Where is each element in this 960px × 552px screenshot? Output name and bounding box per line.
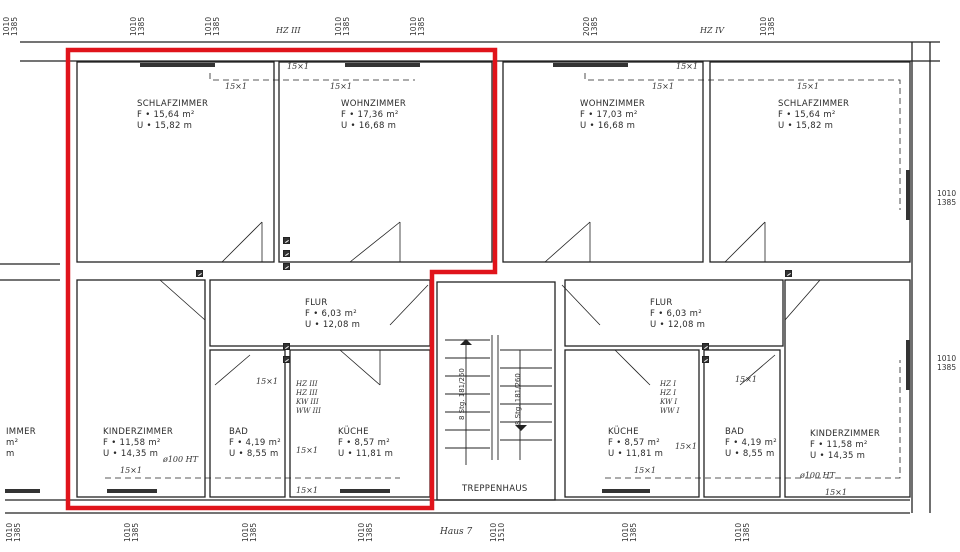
vent-icon	[283, 263, 290, 270]
label-schlafzimmer-left: SCHLAFZIMMER F • 15,64 m² U • 15,82 m	[137, 99, 209, 131]
radiator-note: 15×1	[676, 62, 698, 71]
room-schlafzimmer-right	[709, 61, 911, 263]
room-kueche-right	[564, 349, 700, 498]
apartment-highlight	[65, 47, 498, 511]
radiator-note: 15×1	[330, 82, 352, 91]
stair-label-left: 8 Stg. 181/260	[458, 368, 466, 420]
window-marker	[602, 489, 650, 493]
pipe-note-right: ø100 HT	[800, 471, 835, 480]
radiator-note: 15×1	[120, 466, 142, 475]
radiator-note: 15×1	[287, 62, 309, 71]
vent-icon	[283, 343, 290, 350]
window-marker	[107, 489, 157, 493]
label-flur-left: FLUR F • 6,03 m² U • 12,08 m	[305, 298, 361, 330]
label-bad-right: BAD F • 4,19 m² U • 8,55 m	[725, 427, 777, 459]
outer-wall-right	[911, 42, 931, 513]
label-flur-right: FLUR F • 6,03 m² U • 12,08 m	[650, 298, 706, 330]
room-flur-right	[564, 279, 784, 347]
room-bad-left	[209, 349, 286, 498]
radiator-note: 15×1	[735, 375, 757, 384]
window-marker	[140, 63, 215, 67]
pipe-note-left: ø100 HT	[163, 455, 198, 464]
vent-icon	[785, 270, 792, 277]
window-marker	[906, 170, 910, 220]
label-kueche-right: KÜCHE F • 8,57 m² U • 11,81 m	[608, 427, 664, 459]
window-marker	[553, 63, 628, 67]
label-kinderzimmer-left: KINDERZIMMER F • 11,58 m² U • 14,35 m	[103, 427, 174, 459]
label-kinderzimmer-right: KINDERZIMMER F • 11,58 m² U • 14,35 m	[810, 429, 881, 461]
heating-zone-right: HZ IV	[700, 26, 725, 35]
radiator-note: 15×1	[225, 82, 247, 91]
house-label: Haus 7	[440, 527, 473, 537]
stair-label-right: 8 Stg. 181/260	[514, 373, 522, 425]
label-treppenhaus: TREPPENHAUS	[462, 484, 528, 494]
label-schlafzimmer-right: SCHLAFZIMMER F • 15,64 m² U • 15,82 m	[778, 99, 850, 131]
window-marker	[345, 63, 420, 67]
radiator-note: 15×1	[296, 486, 318, 495]
label-wohnzimmer-left: WOHNZIMMER F • 17,36 m² U • 16,68 m	[341, 99, 407, 131]
heating-zone-left: HZ III	[276, 26, 301, 35]
stairwell	[436, 281, 556, 501]
vent-icon	[702, 356, 709, 363]
label-partial-room: IMMER m² m	[6, 427, 36, 459]
room-kueche-left	[289, 349, 431, 498]
room-bad-right	[703, 349, 781, 498]
room-wohnzimmer-right	[502, 61, 704, 263]
window-marker	[340, 489, 390, 493]
vent-icon	[283, 356, 290, 363]
vent-icon	[196, 270, 203, 277]
label-kueche-left: KÜCHE F • 8,57 m² U • 11,81 m	[338, 427, 394, 459]
room-wohnzimmer-left	[278, 61, 493, 263]
room-kinderzimmer-right	[784, 279, 911, 498]
radiator-note: 15×1	[256, 377, 278, 386]
vent-icon	[283, 250, 290, 257]
radiator-note: 15×1	[652, 82, 674, 91]
room-schlafzimmer-left	[76, 61, 275, 263]
radiator-note: 15×1	[825, 488, 847, 497]
radiator-note: 15×1	[296, 446, 318, 455]
label-wohnzimmer-right: WOHNZIMMER F • 17,03 m² U • 16,68 m	[580, 99, 646, 131]
vent-icon	[702, 343, 709, 350]
outer-wall-top	[20, 41, 940, 62]
meter-list-left: HZ III HZ III KW III WW III	[296, 380, 321, 415]
label-bad-left: BAD F • 4,19 m² U • 8,55 m	[229, 427, 281, 459]
stairs	[445, 335, 552, 465]
window-marker	[906, 340, 910, 390]
radiator-note: 15×1	[797, 82, 819, 91]
radiator-note: 15×1	[634, 466, 656, 475]
room-kinderzimmer-left	[76, 279, 206, 498]
meter-list-right: HZ I HZ I KW I WW I	[660, 380, 680, 415]
vent-icon	[283, 237, 290, 244]
radiator-note: 15×1	[675, 442, 697, 451]
